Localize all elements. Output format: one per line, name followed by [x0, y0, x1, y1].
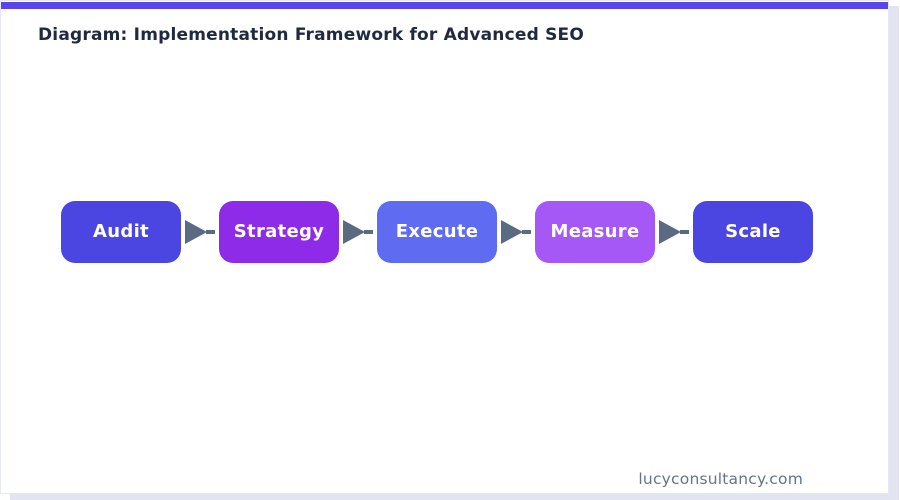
step-label: Execute — [395, 221, 479, 242]
step-label: Scale — [725, 221, 781, 242]
step-box: Scale — [693, 200, 813, 263]
flow-arrow — [497, 219, 535, 245]
arrow-right-icon — [184, 219, 215, 244]
arrow-right-icon — [658, 219, 689, 244]
step-label: Measure — [550, 221, 640, 242]
flow-row: Audit Strategy Execute Measure Scale — [61, 200, 813, 263]
flow-arrow — [339, 219, 377, 245]
flow-arrow — [655, 219, 693, 245]
step-label: Audit — [93, 221, 149, 242]
footer-url: lucyconsultancy.com — [638, 470, 803, 488]
page-title: Diagram: Implementation Framework for Ad… — [38, 25, 585, 45]
step-box: Measure — [535, 200, 655, 263]
arrow-right-icon — [342, 219, 373, 244]
top-accent-bar — [1, 2, 888, 9]
step-label: Strategy — [233, 221, 325, 242]
step-box: Strategy — [219, 200, 339, 263]
flow-arrow — [181, 219, 219, 245]
step-box: Audit — [61, 200, 181, 263]
diagram-card: Diagram: Implementation Framework for Ad… — [0, 0, 889, 494]
arrow-right-icon — [500, 219, 531, 244]
step-box: Execute — [377, 200, 497, 263]
